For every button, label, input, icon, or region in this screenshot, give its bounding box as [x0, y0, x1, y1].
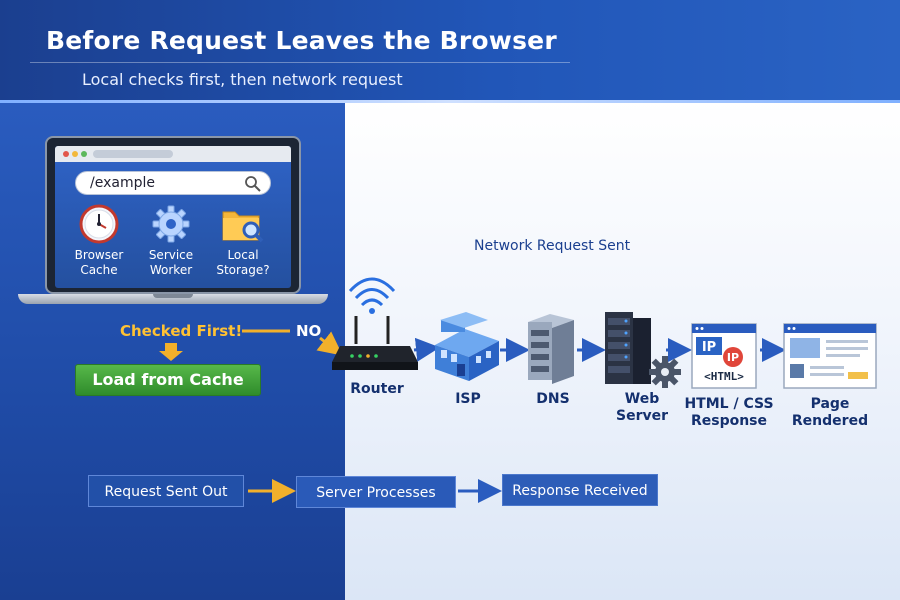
web-server-label: Web Server: [615, 391, 668, 424]
header-divider: [0, 100, 900, 103]
close-dot-icon: [63, 151, 69, 157]
checked-first-label: Checked First!: [120, 322, 243, 340]
no-to-router-arrow: [316, 331, 343, 356]
browser-window: /example Browser Ca: [55, 146, 291, 288]
address-bar[interactable]: /example: [75, 171, 271, 195]
browser-toolbar: [55, 146, 291, 162]
building-icon: [435, 312, 499, 381]
html-css-response-label: HTML / CSS Response: [684, 396, 774, 429]
ip-badge-1: IP: [702, 340, 716, 355]
address-text: /example: [90, 175, 155, 191]
laptop-base: [18, 294, 328, 304]
browser-cache-label: Browser Cache: [74, 248, 124, 277]
ip-badge-2: IP: [727, 351, 739, 364]
html-tag-text: <HTML>: [704, 370, 744, 383]
page-subtitle: Local checks first, then network request: [82, 70, 403, 89]
router-to-isp-arrow: [413, 337, 440, 362]
header-banner: [0, 0, 900, 100]
browser-tab: [93, 150, 173, 158]
no-label: NO: [296, 322, 322, 340]
router-label: Router: [350, 381, 404, 397]
server-gear-icon: [649, 356, 681, 388]
server-icon: [528, 314, 574, 384]
search-icon: [245, 176, 261, 192]
isp-label: ISP: [455, 391, 481, 407]
flow-step-server-processes: Server Processes: [296, 476, 456, 508]
folder-search-icon: [222, 211, 264, 243]
server-rack-icon: [605, 312, 651, 384]
maximize-dot-icon: [81, 151, 87, 157]
ip-document-icon: IP IP <HTML>: [691, 323, 757, 389]
network-request-label: Network Request Sent: [474, 238, 631, 254]
page-title: Before Request Leaves the Browser: [46, 26, 557, 55]
service-worker-label: Service Worker: [148, 248, 194, 277]
router-icon: [332, 277, 418, 370]
webpage-icon: [783, 323, 877, 389]
page-rendered-label: Page Rendered: [791, 396, 869, 429]
flow-step-response-received: Response Received: [502, 474, 658, 506]
minimize-dot-icon: [72, 151, 78, 157]
title-underline: [30, 62, 570, 63]
down-arrow-icon: [159, 343, 183, 361]
local-storage-label: Local Storage?: [216, 248, 270, 277]
laptop-notch: [153, 294, 193, 298]
flow-step-request-sent: Request Sent Out: [88, 475, 244, 507]
dns-label: DNS: [536, 391, 570, 407]
load-from-cache-button[interactable]: Load from Cache: [75, 364, 261, 396]
gear-icon: [152, 205, 190, 243]
clock-icon: [79, 204, 119, 244]
